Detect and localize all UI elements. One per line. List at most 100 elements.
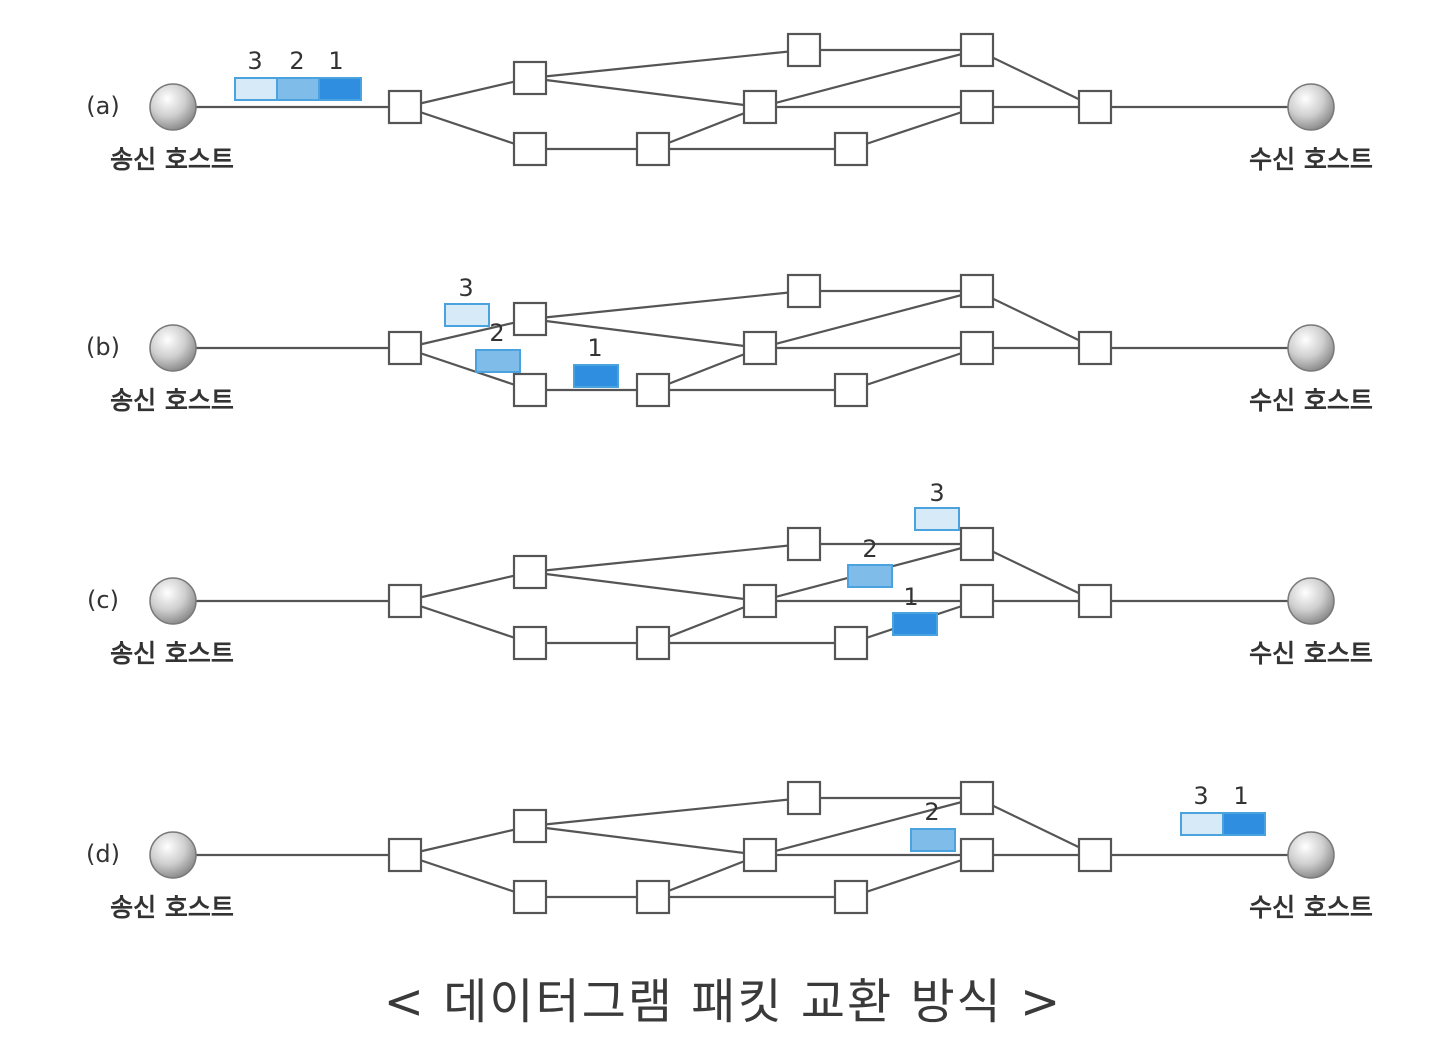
router-node [1077,583,1113,619]
panel-label: (c) [87,586,119,614]
router-node [786,32,822,68]
router-node [833,879,869,915]
router-node [959,273,995,309]
link-line [652,346,761,392]
link-line [529,542,805,574]
packet-2 [276,77,320,101]
packet-2 [475,349,521,373]
packet-3 [234,77,278,101]
sender-host-label: 송신 호스트 [110,386,234,415]
router-node [959,32,995,68]
packet-2 [910,828,956,852]
link-line [976,290,1096,349]
router-node [512,625,548,661]
receiver-host-label: 수신 호스트 [1249,893,1373,922]
packet-number-label: 3 [247,47,262,75]
router-node [512,131,548,167]
packet-number-label: 1 [328,47,343,75]
router-node [959,526,995,562]
router-node [635,879,671,915]
receiver-host-icon [1287,324,1335,372]
diagram-caption: < 데이터그램 패킷 교환 방식 > [383,974,1063,1030]
router-node [742,89,778,125]
router-node [1077,89,1113,125]
packet-number-label: 1 [1233,782,1248,810]
router-node [959,89,995,125]
link-line [404,853,531,899]
packet-number-label: 2 [289,47,304,75]
router-node [512,808,548,844]
router-node [512,879,548,915]
packet-number-label: 2 [862,535,877,563]
link-line [404,317,531,350]
link-line [529,570,761,603]
link-line [529,76,761,109]
sender-host-icon [149,83,197,131]
panel-label: (d) [86,840,120,868]
router-node [512,372,548,408]
packet-1 [1222,812,1266,836]
router-node [387,330,423,366]
packet-3 [1180,812,1224,836]
link-line [976,797,1096,856]
link-line [759,796,978,857]
router-node [387,837,423,873]
router-node [959,780,995,816]
link-line [529,824,761,857]
link-line [652,599,761,645]
router-node [742,837,778,873]
link-line [529,796,805,828]
link-line [652,853,761,899]
router-node [512,60,548,96]
receiver-host-label: 수신 호스트 [1249,386,1373,415]
link-line [404,599,531,645]
panel-label: (a) [86,92,119,120]
router-node [959,837,995,873]
router-node [512,301,548,337]
packet-number-label: 3 [458,274,473,302]
packet-3 [914,507,960,531]
router-node [387,89,423,125]
link-line [529,48,805,80]
router-node [786,780,822,816]
panel-c: (c) 송신 호스트 수신 호스트 3 21 [87,479,1373,668]
sender-host-label: 송신 호스트 [110,893,234,922]
router-node [959,330,995,366]
packet-number-label: 1 [903,583,918,611]
link-line [976,49,1096,108]
router-node [635,625,671,661]
router-node [635,131,671,167]
panel-label: (b) [86,333,120,361]
router-node [786,273,822,309]
router-node [833,131,869,167]
router-node [833,372,869,408]
receiver-host-icon [1287,83,1335,131]
sender-host-label: 송신 호스트 [110,145,234,174]
sender-host-label: 송신 호스트 [110,639,234,668]
router-node [635,372,671,408]
link-line [404,570,531,603]
link-line [850,346,978,392]
link-line [850,105,978,151]
sender-host-icon [149,324,197,372]
router-node [1077,330,1113,366]
router-node [742,583,778,619]
router-node [1077,837,1113,873]
packet-number-label: 3 [929,479,944,507]
packet-1 [573,364,619,388]
link-line [404,824,531,857]
packet-1 [318,77,362,101]
link-line [404,346,531,392]
link-line [759,289,978,350]
router-node [786,526,822,562]
receiver-host-icon [1287,577,1335,625]
router-node [833,625,869,661]
router-node [512,554,548,590]
packet-1 [892,612,938,636]
receiver-host-label: 수신 호스트 [1249,145,1373,174]
link-line [529,289,805,321]
link-line [404,105,531,151]
receiver-host-label: 수신 호스트 [1249,639,1373,668]
